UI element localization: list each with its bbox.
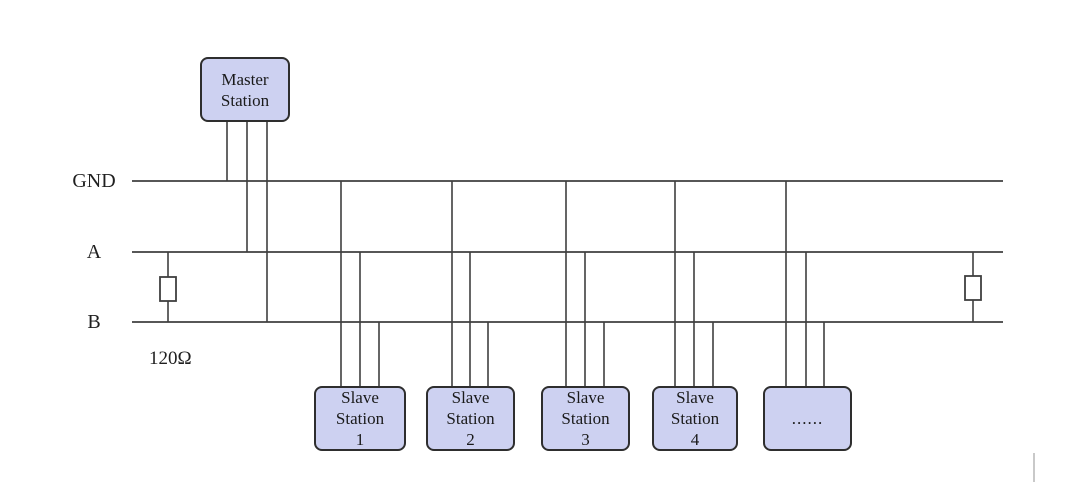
slave-station-label-line2: Station [670, 409, 720, 428]
resistor-symbol [159, 276, 177, 302]
slave-station-label-line2: Station [446, 409, 495, 428]
termination-resistor-right [964, 252, 982, 322]
slave-station-label-line1: Slave [566, 388, 605, 407]
slave-station-1-box: Slave Station 1 [314, 386, 406, 451]
slave-station-more-box: ...... [763, 386, 852, 451]
slave-station-label-line2: Station [335, 409, 385, 428]
termination-resistance-label: 120Ω [149, 348, 192, 369]
slave-station-label-line1: Slave [341, 388, 379, 407]
master-station-label-line1: Master [221, 69, 269, 89]
resistor-symbol [964, 275, 982, 301]
slave-station-label-line1: Slave [676, 388, 714, 407]
b-bus-label: B [87, 311, 101, 333]
slave-station-label-line3: 3 [581, 430, 590, 449]
slave-station-label-line3: 4 [690, 430, 700, 449]
slave-station-4-box: Slave Station 4 [652, 386, 738, 451]
master-station-label-line2: Station [220, 90, 270, 110]
slave-station-label-line1: Slave [451, 388, 490, 407]
slave-station-2-box: Slave Station 2 [426, 386, 515, 451]
termination-resistor-left [159, 252, 177, 322]
slave-station-3-box: Slave Station 3 [541, 386, 630, 451]
gnd-bus-label: GND [72, 170, 116, 192]
master-station-box: Master Station [200, 57, 290, 122]
slave-station-label-line2: Station [561, 409, 610, 428]
a-bus-label: A [86, 241, 102, 263]
slave-station-ellipsis-label: ...... [791, 409, 824, 428]
slave-station-label-line3: 2 [466, 430, 475, 449]
slave-station-label-line3: 1 [355, 430, 365, 449]
